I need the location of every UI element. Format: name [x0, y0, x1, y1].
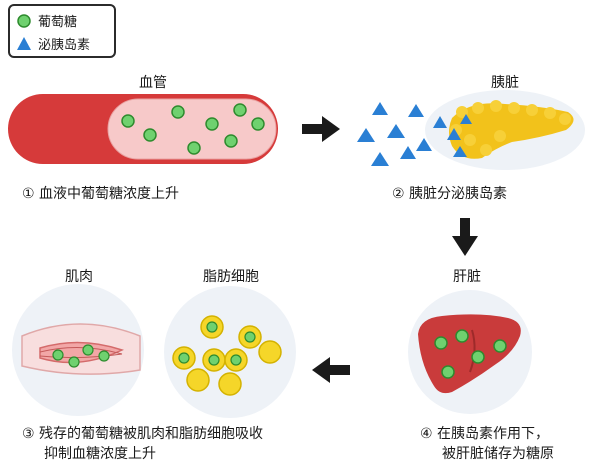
legend-insulin: 泌胰岛素 — [16, 34, 90, 53]
label-pancreas: 胰脏 — [491, 75, 519, 91]
arrow-left — [312, 357, 350, 383]
vessel-glucose-molecules — [121, 103, 265, 155]
label-muscle: 肌肉 — [65, 269, 93, 285]
step-3-caption-line2: 抑制血糖浓度上升 — [44, 446, 156, 462]
legend-insulin-label: 泌胰岛素 — [38, 38, 91, 53]
legend-glucose: 葡萄糖 — [16, 11, 77, 30]
insulin-icon — [17, 36, 31, 50]
step-3-caption-line1: ③ 残存的葡萄糖被肌肉和脂肪细胞吸收 — [22, 426, 263, 442]
step-1-caption: ① 血液中葡萄糖浓度上升 — [22, 186, 180, 202]
label-liver: 肝脏 — [453, 269, 481, 285]
muscle — [12, 284, 144, 416]
arrow-right-1 — [302, 116, 340, 142]
step-2-caption: ② 胰脏分泌胰岛素 — [392, 186, 508, 202]
legend-glucose-label: 葡萄糖 — [38, 15, 78, 30]
label-blood-vessel: 血管 — [139, 75, 167, 91]
arrow-down — [452, 218, 478, 256]
glucose-icon — [17, 13, 31, 28]
label-fat-cells: 脂肪细胞 — [203, 269, 259, 285]
step-4-caption-line2: 被肝脏储存为糖原 — [442, 446, 554, 462]
liver — [408, 290, 532, 414]
insulin-molecules — [357, 102, 472, 166]
legend: 葡萄糖 泌胰岛素 — [8, 4, 116, 58]
fat-cells — [164, 286, 296, 418]
step-4-caption-line1: ④ 在胰岛素作用下， — [420, 426, 550, 442]
blood-vessel — [8, 94, 278, 164]
pancreas — [425, 90, 585, 170]
